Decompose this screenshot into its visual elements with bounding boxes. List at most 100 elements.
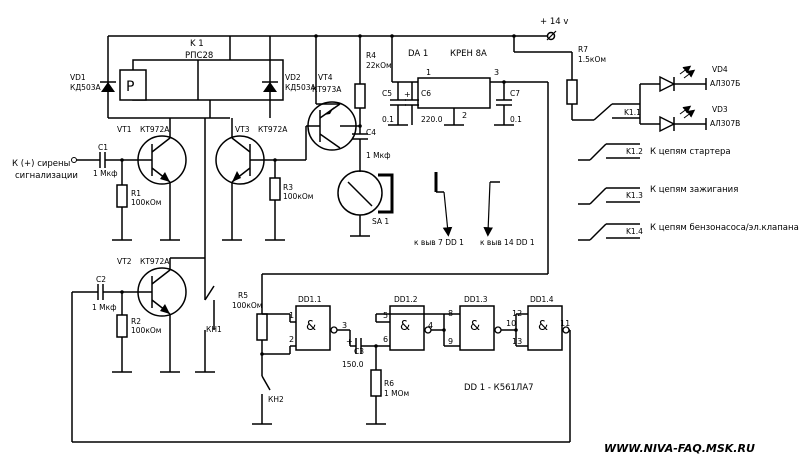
- vt1-ref: VT1: [117, 125, 132, 134]
- c4-ref: C4: [366, 128, 376, 137]
- c3-ref: C3: [354, 347, 364, 356]
- c2-ref: C2: [96, 275, 106, 284]
- gate-dd1-2: & DD1.2 5 6 4 R6 1 МОм: [366, 295, 444, 425]
- vt2-input: C2 1 Мкф R2 100кОм: [71, 275, 161, 442]
- r3-value: 100кОм: [283, 192, 313, 201]
- transistor-vt1: VT1 КТ972А: [117, 118, 187, 241]
- svg-text:&: &: [306, 319, 316, 334]
- relay-letter: P: [126, 79, 134, 95]
- dd12-in1: 5: [383, 311, 388, 320]
- c5-ref: C5: [382, 89, 392, 98]
- dd14-in2: 13: [512, 337, 522, 346]
- vt1-input: C1 1 Мкф R1 100кОм К (+) сирены сигнализ…: [12, 143, 161, 241]
- vd1-type: КД503А: [70, 83, 101, 92]
- r7-ref: R7: [578, 45, 588, 54]
- dd11-ref: DD1.1: [298, 295, 322, 304]
- r7-value: 1.5кОм: [578, 55, 606, 64]
- vt4-type: КТ973А: [312, 85, 342, 94]
- dd12-in2: 6: [383, 335, 388, 344]
- svg-text:&: &: [538, 319, 548, 334]
- led-indicator-section: R7 1.5кОм K1.1 VD4 АЛ307Б VD3 АЛ307В: [513, 36, 740, 133]
- r1-ref: R1: [131, 189, 141, 198]
- vt4-ref: VT4: [318, 73, 333, 82]
- vd2-ref: VD2: [285, 73, 301, 82]
- r5-kh2: R5 100кОм КН2: [232, 291, 291, 425]
- r2-ref: R2: [131, 317, 141, 326]
- k12-label: К цепям стартера: [650, 147, 731, 157]
- transistor-vt3: VT3 КТ972А: [215, 118, 306, 241]
- dd14-in1: 12: [512, 309, 522, 318]
- input-label-line1: К (+) сирены: [12, 159, 70, 169]
- regulator-da1: DA 1 КРЕН 8А 1 3 2 C5 0.1 C6 220.0 + C7 …: [261, 34, 549, 314]
- contact-k12: K1.2 К цепям стартера: [578, 143, 731, 161]
- k14-label: К цепям бензонасоса/эл.клапана: [650, 223, 799, 233]
- vt3-ref: VT3: [235, 125, 250, 134]
- r6-value: 1 МОм: [384, 389, 409, 398]
- contact-k13: K1.3 К цепям зажигания: [578, 185, 738, 205]
- button-kh1: КН1: [195, 258, 222, 373]
- k13-ref: K1.3: [626, 191, 643, 200]
- r4-value: 22кОм: [366, 61, 392, 70]
- input-label-line2: сигнализации: [15, 171, 78, 181]
- pin7-label: к выв 7 DD 1: [414, 238, 464, 247]
- r6-ref: R6: [384, 379, 394, 388]
- k13-label: К цепям зажигания: [650, 185, 738, 195]
- c6-value: 220.0: [421, 115, 443, 124]
- svg-text:+: +: [346, 337, 353, 346]
- vd3-type: АЛ307В: [710, 119, 740, 128]
- svg-text:&: &: [400, 319, 410, 334]
- dd12-ref: DD1.2: [394, 295, 418, 304]
- gate-dd1-4: & DD1.4 12 13 11: [72, 295, 571, 443]
- pin14-label: к выв 14 DD 1: [480, 238, 535, 247]
- transistor-vt4: VT4 КТ973А: [305, 34, 357, 160]
- c1-ref: C1: [98, 143, 108, 152]
- r5-ref: R5: [238, 291, 248, 300]
- dd11-in2: 2: [289, 335, 294, 344]
- vt3-type: КТ972А: [258, 125, 288, 134]
- da1-type: КРЕН 8А: [450, 49, 487, 59]
- c1-value: 1 Мкф: [93, 169, 118, 178]
- vd1-ref: VD1: [70, 73, 86, 82]
- c4-value: 1 Мкф: [366, 151, 391, 160]
- dd13-in2: 9: [448, 337, 453, 346]
- dd14-out: 11: [560, 319, 570, 328]
- dd13-in1: 8: [448, 309, 453, 318]
- vd4-type: АЛ307Б: [710, 79, 740, 88]
- dd13-out: 10: [506, 319, 516, 328]
- vt2-ref: VT2: [117, 257, 132, 266]
- da1-ref: DA 1: [408, 49, 428, 59]
- gate-dd1-1: & DD1.1 1 2 3 + C3 150.0: [289, 295, 376, 369]
- gate-dd1-3: & DD1.3 8 9 10: [442, 295, 516, 351]
- k12-ref: K1.2: [626, 147, 643, 156]
- c2-value: 1 Мкф: [92, 303, 117, 312]
- chip-power-pins: к выв 7 DD 1 к выв 14 DD 1: [414, 172, 535, 247]
- relay-k1: P K 1 РПС28: [107, 36, 284, 119]
- vd4-ref: VD4: [712, 65, 728, 74]
- sensor-branch: R4 22кОм C4 1 Мкф SA 1: [337, 34, 394, 237]
- dd13-ref: DD1.3: [464, 295, 488, 304]
- vd3-ref: VD3: [712, 105, 728, 114]
- r4-ref: R4: [366, 51, 376, 60]
- c5-value: 0.1: [382, 115, 394, 124]
- svg-text:&: &: [470, 319, 480, 334]
- r1-value: 100кОм: [131, 198, 161, 207]
- relay-type: РПС28: [185, 51, 213, 61]
- svg-text:+: +: [404, 90, 411, 99]
- r5-value: 100кОм: [232, 301, 262, 310]
- da1-pin-gnd: 2: [462, 111, 467, 120]
- resistor-r3: R3 100кОм: [265, 158, 313, 241]
- k14-ref: K1.4: [626, 227, 643, 236]
- sa1-ref: SA 1: [372, 217, 389, 226]
- da1-pin-in: 1: [426, 68, 431, 77]
- r2-value: 100кОм: [131, 326, 161, 335]
- dd11-in1: 1: [289, 311, 294, 320]
- c3-value: 150.0: [342, 360, 364, 369]
- dd12-out: 4: [428, 321, 433, 330]
- footer-url: WWW.NIVA-FAQ.MSK.RU: [604, 442, 755, 455]
- contact-k14: K1.4 К цепям бензонасоса/эл.клапана: [578, 223, 799, 241]
- vt1-type: КТ972А: [140, 125, 170, 134]
- dd14-ref: DD1.4: [530, 295, 554, 304]
- vd2-type: КД503А: [285, 83, 316, 92]
- c6-ref: C6: [421, 89, 431, 98]
